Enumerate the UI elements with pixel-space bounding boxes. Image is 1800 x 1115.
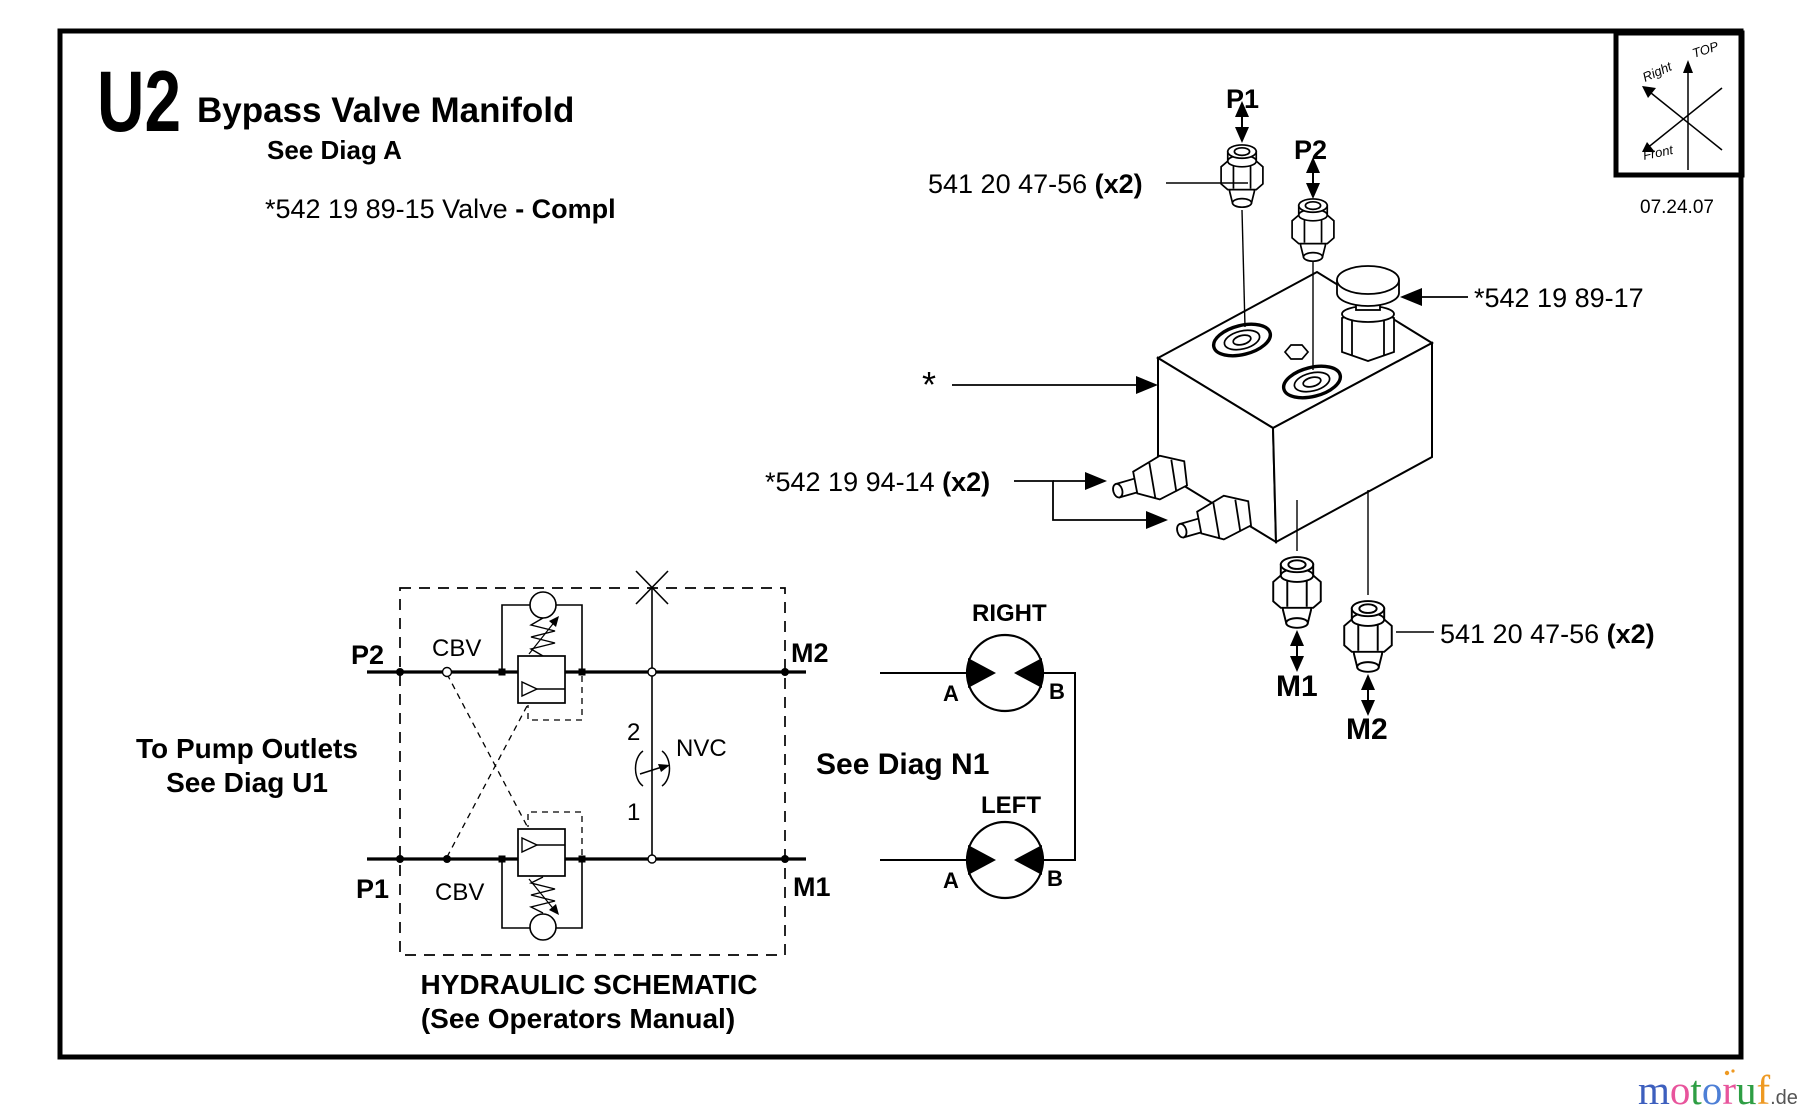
logo-dot-icon (1731, 1069, 1735, 1073)
axis-label-right: Right (1640, 58, 1675, 85)
page-border (57, 28, 1744, 1060)
logo-letter: m (1638, 1067, 1670, 1113)
orientation-cube: TOP Right Front (1613, 30, 1745, 178)
m1-flow-arrow-icon (1289, 629, 1305, 673)
right-motor-port-a: A (943, 681, 959, 706)
port-num-1: 1 (627, 799, 640, 826)
left-motor-triangle-b-icon (1014, 845, 1042, 875)
iso-label-p2: P2 (1294, 135, 1327, 165)
right-motor-triangle-a-icon (968, 658, 996, 688)
cbv-bottom-label: CBV (435, 879, 484, 906)
axis-label-top: TOP (1690, 38, 1720, 61)
hex-socket-hole (1283, 344, 1310, 360)
logo-letter: o (1670, 1067, 1691, 1113)
isometric-view: P1 P2 541 20 47-56 (x2) * *542 19 89-17 … (765, 84, 1655, 746)
plug-arrow-upper-icon (1085, 472, 1107, 490)
right-motor: RIGHT A B (943, 600, 1065, 713)
plug-part-qty: (x2) (942, 467, 990, 497)
left-motor-triangle-a-icon (968, 845, 996, 875)
front-axis-arrow-icon (1642, 142, 1655, 152)
plug-part-text: *542 19 94-14 (765, 467, 942, 497)
block-ref-arrow-icon (1136, 376, 1158, 394)
m1-fitting (1272, 556, 1322, 629)
fitting-part-top-text: 541 20 47-56 (928, 169, 1095, 199)
page-title-code: U2 (97, 54, 181, 150)
right-axis-arrow-icon (1642, 86, 1656, 98)
right-motor-label: RIGHT (972, 600, 1047, 627)
watermark-text: motoruf.de (1638, 1067, 1798, 1113)
p2-fitting (1291, 198, 1335, 263)
cbv-top-label: CBV (432, 635, 481, 662)
schematic-label-p2: P2 (351, 640, 384, 670)
schematic-label-m1: M1 (793, 872, 831, 902)
motor-circuit: RIGHT A B LEFT A B See Diag N1 (816, 600, 1076, 900)
fitting-part-label-bottom: 541 20 47-56 (x2) (1440, 619, 1655, 649)
logo-letter: f (1756, 1067, 1770, 1113)
right-motor-triangle-b-icon (1014, 658, 1042, 688)
plug-part-label: *542 19 94-14 (x2) (765, 467, 990, 497)
pilot-line-b (446, 705, 528, 858)
page-subtitle: See Diag A (267, 135, 402, 165)
cbv-bottom-valve (501, 811, 583, 941)
junction-markers (396, 666, 789, 864)
nvc-valve-icon (634, 750, 671, 787)
title-block: U2 Bypass Valve Manifold See Diag A *542… (97, 54, 616, 224)
pump-note-line2: See Diag U1 (166, 767, 328, 798)
fitting-part-bottom-text: 541 20 47-56 (1440, 619, 1607, 649)
pump-note-line1: To Pump Outlets (136, 733, 358, 764)
revision-date: 07.24.07 (1640, 197, 1714, 218)
left-motor-port-a: A (943, 868, 959, 893)
m2-fitting (1343, 600, 1393, 673)
schematic-label-m2: M2 (791, 638, 829, 668)
nvc-label: NVC (676, 735, 727, 762)
logo-letter: u (1736, 1067, 1757, 1113)
logo-letter: t (1690, 1067, 1702, 1113)
fitting-part-label-top: 541 20 47-56 (x2) (928, 169, 1143, 199)
fitting-part-top-qty: (x2) (1095, 169, 1143, 199)
schematic-caption-line1: HYDRAULIC SCHEMATIC (420, 969, 757, 1000)
knob-arrow-icon (1400, 288, 1422, 306)
port-num-2: 2 (627, 719, 640, 746)
logo-suffix: .de (1770, 1087, 1798, 1109)
left-motor-port-b: B (1047, 866, 1063, 891)
logo-letter: r (1722, 1067, 1736, 1113)
iso-label-m1: M1 (1276, 670, 1318, 703)
left-motor-label: LEFT (981, 792, 1041, 819)
block-ref-asterisk: * (922, 364, 936, 405)
schematic-label-p1: P1 (356, 874, 389, 904)
p1-leader-line (1241, 209, 1246, 328)
m2-flow-arrow-icon (1360, 673, 1376, 717)
schematic-boundary (399, 587, 786, 956)
knob-part-label: *542 19 89-17 (1474, 283, 1644, 313)
axis-label-front: Front (1642, 142, 1676, 163)
p1-fitting (1220, 144, 1264, 209)
port-p1-hole (1211, 322, 1273, 358)
iso-label-m2: M2 (1346, 713, 1388, 746)
plug-arrow-lower-icon (1146, 511, 1168, 529)
assembly-part-suffix: - Compl (515, 194, 616, 224)
relief-knob (1336, 265, 1400, 362)
right-motor-port-b: B (1049, 679, 1065, 704)
assembly-part-number: *542 19 89-15 Valve - Compl (265, 194, 616, 224)
diag-n1-note: See Diag N1 (816, 748, 989, 781)
plugged-port-x-icon (635, 570, 669, 605)
left-motor: LEFT A B (943, 792, 1063, 900)
watermark-logo: motoruf.de (1638, 1067, 1798, 1113)
plug-leader-branch (1014, 480, 1148, 521)
schematic-caption-line2: (See Operators Manual) (421, 1003, 735, 1034)
pilot-line-a (446, 673, 528, 827)
logo-letter: o (1702, 1067, 1723, 1113)
port-p2-hole (1281, 364, 1343, 400)
orientation-box (1613, 30, 1745, 178)
logo-dot-icon (1724, 1070, 1730, 1076)
hydraulic-schematic: P2 P1 M2 M1 CBV CBV 2 1 NVC To Pump Outl… (136, 570, 831, 1034)
top-axis-arrow-icon (1683, 60, 1693, 73)
cbv-top-valve (501, 591, 583, 721)
page-title: Bypass Valve Manifold (197, 91, 574, 130)
assembly-part-text: *542 19 89-15 Valve (265, 194, 515, 224)
fitting-part-bottom-qty: (x2) (1607, 619, 1655, 649)
